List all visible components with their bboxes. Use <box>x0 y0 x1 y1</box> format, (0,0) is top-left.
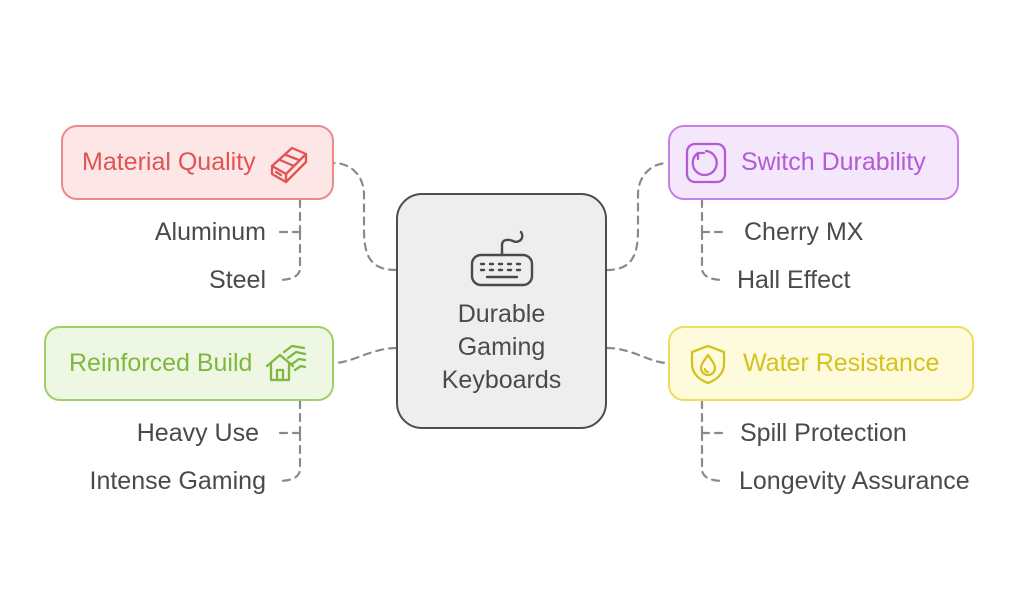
water-resistance-box: Water Resistance <box>668 326 974 401</box>
connector-switch-cherry <box>700 198 726 234</box>
reinforced-house-icon <box>266 344 307 381</box>
material-block-icon <box>270 146 307 183</box>
keyboard-icon <box>470 230 534 287</box>
connector-center-reinforced <box>332 346 398 365</box>
rotate-switch-icon <box>685 142 727 183</box>
material-quality-label: Material Quality <box>82 148 256 176</box>
connector-water-longevity <box>700 431 726 483</box>
leaf-steel: Steel <box>209 266 266 294</box>
connector-switch-hall <box>700 230 726 282</box>
central-topic-box: Durable Gaming Keyboards <box>396 193 607 429</box>
connector-reinforced-heavy <box>276 399 302 435</box>
leaf-aluminum: Aluminum <box>154 218 266 246</box>
connector-water-spill <box>700 399 726 435</box>
material-quality-box: Material Quality <box>61 125 334 200</box>
reinforced-build-box: Reinforced Build <box>44 326 334 401</box>
connector-reinforced-intense <box>276 431 302 483</box>
leaf-longevity-assurance: Longevity Assurance <box>739 467 970 495</box>
reinforced-build-label: Reinforced Build <box>69 349 253 377</box>
switch-durability-label: Switch Durability <box>741 148 926 176</box>
switch-durability-box: Switch Durability <box>668 125 959 200</box>
connector-center-water <box>605 346 670 365</box>
water-resistance-label: Water Resistance <box>743 349 940 377</box>
connector-center-material <box>332 161 398 272</box>
central-topic-line-1: Durable <box>457 300 546 328</box>
leaf-cherry-mx: Cherry MX <box>744 218 864 246</box>
connector-material-aluminum <box>276 198 302 234</box>
water-shield-icon <box>690 344 726 384</box>
central-topic-line-2: Gaming <box>457 333 546 361</box>
leaf-hall-effect: Hall Effect <box>737 266 851 294</box>
leaf-spill-protection: Spill Protection <box>740 419 907 447</box>
leaf-heavy-use: Heavy Use <box>136 419 259 447</box>
central-topic-line-3: Keyboards <box>441 366 562 394</box>
central-topic-title: Durable Gaming Keyboards <box>398 298 605 397</box>
connector-center-switch <box>605 161 670 272</box>
leaf-intense-gaming: Intense Gaming <box>89 467 267 495</box>
connector-material-steel <box>276 230 302 282</box>
